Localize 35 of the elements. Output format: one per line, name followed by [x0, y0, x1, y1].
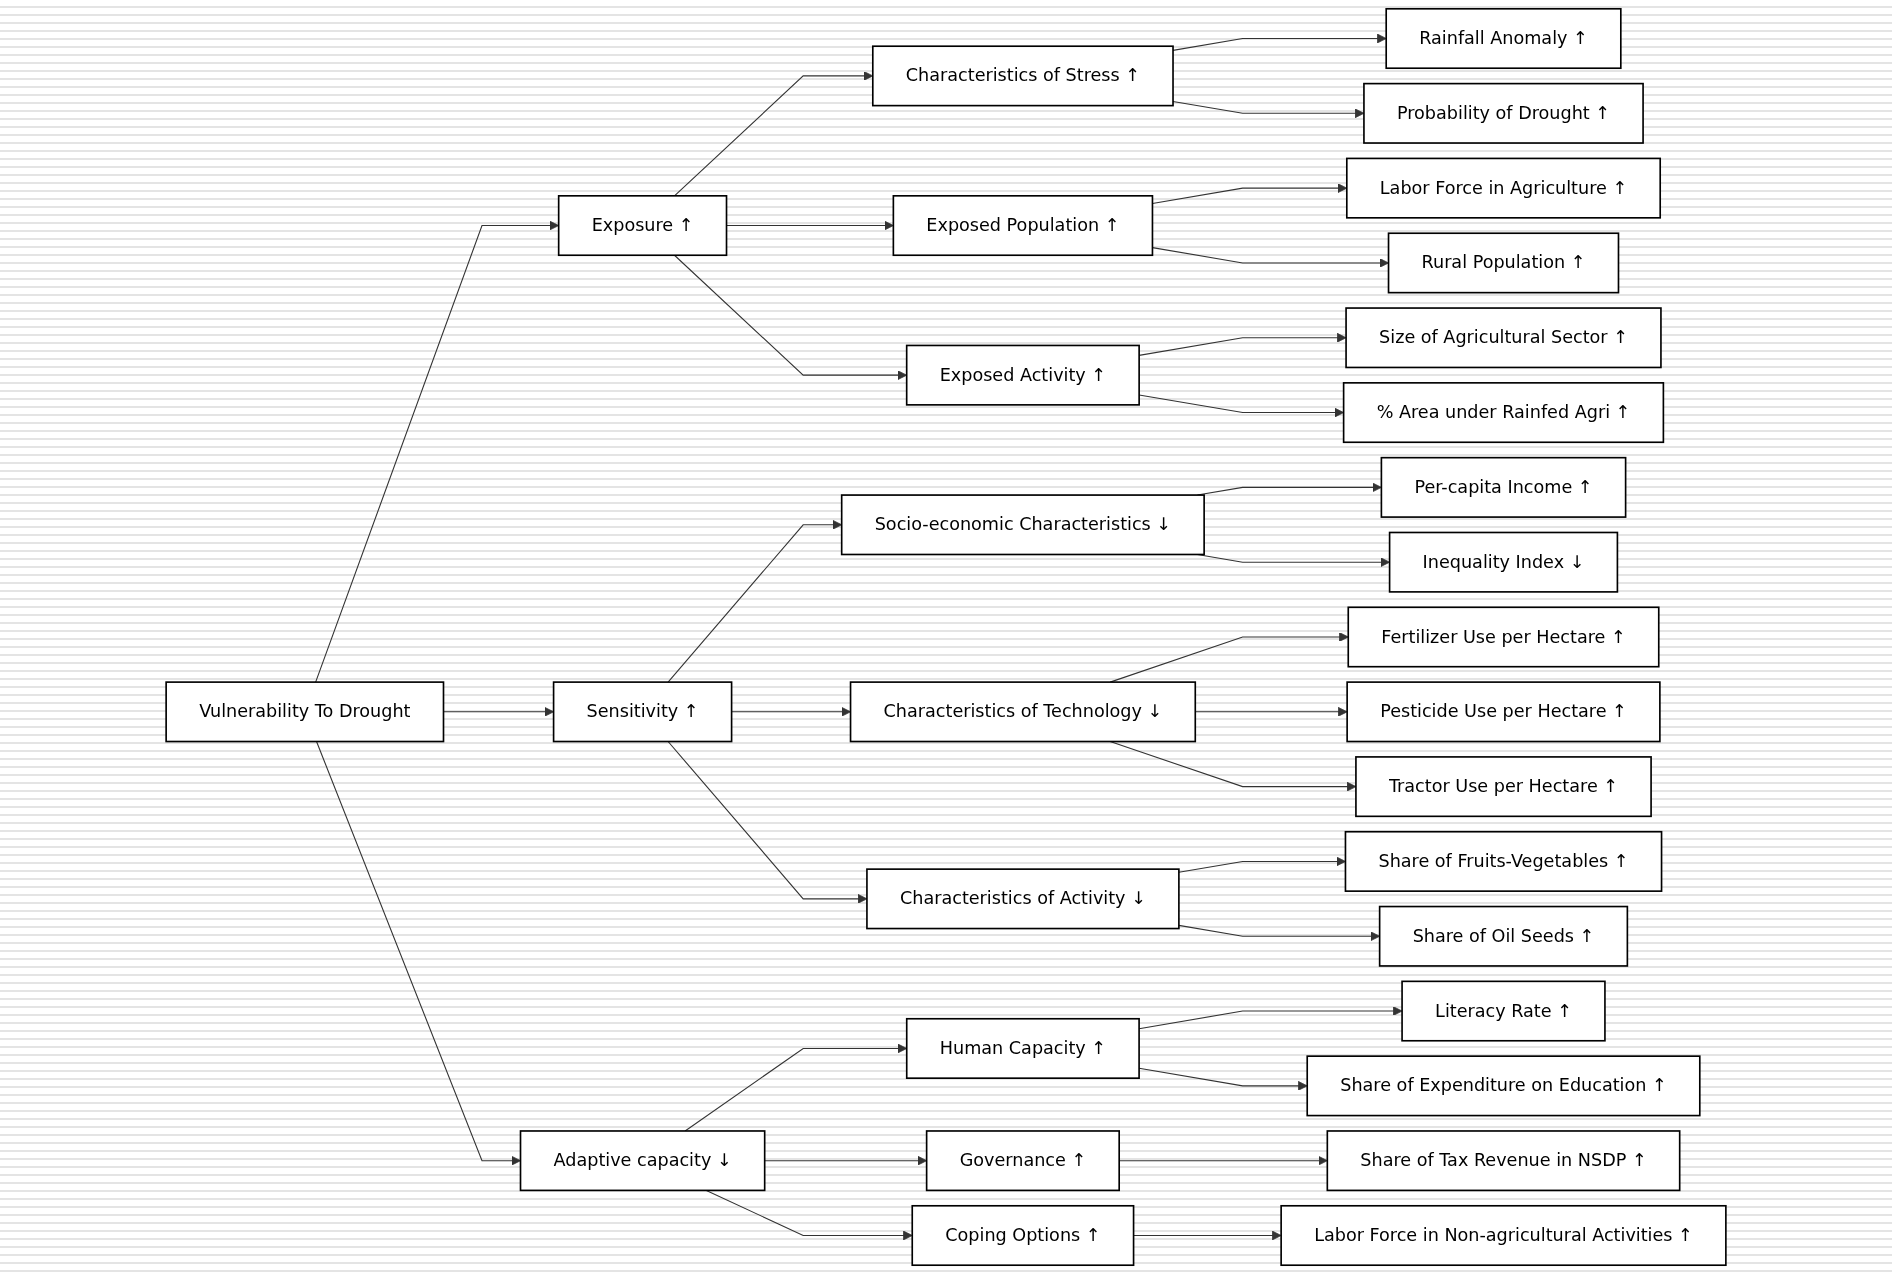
node-box: Pesticide Use per Hectare ↑	[1346, 681, 1661, 743]
node-box: Per-capita Income ↑	[1380, 456, 1627, 518]
node-box: Characteristics of Technology ↓	[849, 681, 1197, 743]
node-box: Rainfall Anomaly ↑	[1385, 7, 1622, 70]
node-box: Probability of Drought ↑	[1363, 82, 1644, 144]
node-box: Human Capacity ↑	[905, 1017, 1140, 1079]
node-box: Sensitivity ↑	[552, 681, 733, 743]
node-box: Socio-economic Characteristics ↓	[840, 494, 1205, 556]
node-box: Inequality Index ↓	[1388, 531, 1619, 593]
node-box: Rural Population ↑	[1387, 232, 1620, 294]
node-box: Share of Tax Revenue in NSDP ↑	[1326, 1130, 1681, 1192]
node-box: Characteristics of Stress ↑	[871, 45, 1174, 107]
node-box: Characteristics of Activity ↓	[866, 868, 1180, 930]
node-box: Share of Expenditure on Education ↑	[1306, 1055, 1701, 1117]
node-box: Vulnerability To Drought	[165, 681, 445, 743]
node-box: Share of Oil Seeds ↑	[1378, 905, 1629, 967]
node-box: Coping Options ↑	[911, 1204, 1135, 1267]
node-box: Adaptive capacity ↓	[519, 1130, 766, 1192]
arrow	[705, 1189, 913, 1241]
node-box: Exposed Population ↑	[892, 195, 1154, 257]
node-box: Labor Force in Non-agricultural Activities ↑	[1280, 1204, 1727, 1267]
node-box: Tractor Use per Hectare ↑	[1355, 756, 1652, 818]
node-box: Size of Agricultural Sector ↑	[1345, 307, 1662, 369]
node-box: % Area under Rainfed Agri ↑	[1342, 382, 1665, 444]
node-box: Exposed Activity ↑	[905, 344, 1140, 406]
node-box: Labor Force in Agriculture ↑	[1346, 157, 1662, 219]
node-box: Literacy Rate ↑	[1401, 980, 1606, 1042]
arrow	[316, 740, 521, 1166]
node-box: Share of Fruits-Vegetables ↑	[1344, 830, 1663, 892]
node-box: Exposure ↑	[557, 195, 728, 257]
arrow	[1178, 856, 1346, 873]
node-box: Fertilizer Use per Hectare ↑	[1347, 606, 1660, 668]
node-box: Governance ↑	[925, 1130, 1120, 1192]
arrow	[1133, 1230, 1282, 1241]
arrow	[731, 706, 851, 717]
